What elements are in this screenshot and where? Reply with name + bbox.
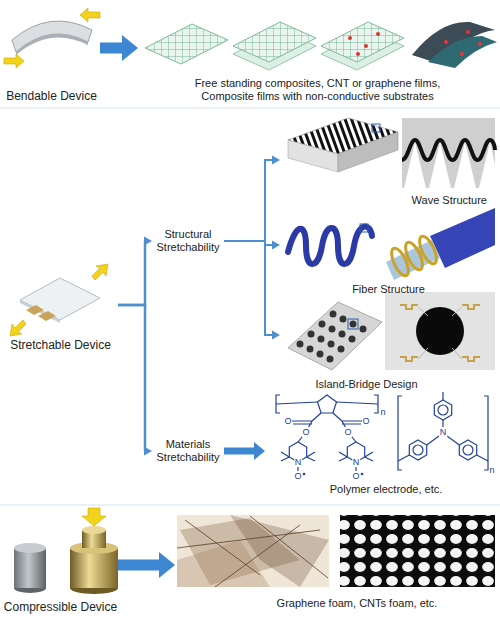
atom-label: n (489, 465, 495, 475)
connector-line (118, 305, 145, 451)
node-text: Materials Stretchability (152, 438, 224, 464)
block-arrow (118, 552, 175, 578)
node-text: Bendable Device (6, 89, 97, 103)
structure-box: Wave Structure (280, 115, 497, 207)
wave-structure-image (288, 118, 495, 188)
connector-line (118, 241, 145, 305)
connector-line (224, 241, 273, 335)
connector-line (224, 160, 273, 241)
node-text: Graphene foam, CNTs foam, etc. (277, 597, 438, 610)
node-text: Compressible Device (4, 600, 117, 614)
arrow-head (159, 552, 175, 578)
node-text: Free standing composites, CNT or graphen… (178, 77, 458, 103)
branch-arrow (224, 156, 280, 242)
device-label: Compressible Device (3, 512, 118, 618)
branch-label: Materials Stretchability (152, 435, 224, 467)
arrow-head (272, 241, 280, 250)
branch-arrow (224, 241, 280, 250)
connector-line (118, 560, 160, 571)
connector-line (100, 43, 123, 54)
branch-arrow (224, 241, 280, 340)
arrow-head (272, 156, 280, 165)
device-label: Stretchable Device (3, 258, 118, 354)
node-text: Structural Stretchability (152, 228, 224, 254)
arrow-head (122, 35, 138, 61)
arrow-head (272, 331, 280, 340)
node-text: Fiber Structure (352, 283, 425, 296)
node-text: Wave Structure (412, 194, 487, 207)
atom-label: N (294, 457, 302, 467)
atom-label: O (294, 471, 302, 481)
node-text: Polymer electrode, etc. (330, 483, 443, 496)
atom-label: O (284, 416, 292, 426)
atom-label: O (302, 427, 310, 437)
arrow-head (144, 237, 152, 246)
atom-label: O (344, 427, 352, 437)
fiber-structure-image (288, 208, 495, 280)
structure-box: Fiber Structure (280, 208, 497, 298)
polymer-structure-ptpa (398, 392, 488, 470)
atom-label: N (439, 427, 447, 437)
atom-label: n (380, 407, 386, 417)
branch-label: Structural Stretchability (152, 225, 224, 257)
connector-line (224, 241, 273, 245)
bendable-sheet (4, 8, 100, 68)
material-box: Free standing composites, CNT or graphen… (138, 2, 497, 106)
island-bridge-image (288, 292, 495, 370)
section-divider (0, 108, 500, 505)
polymer-structure-ptma (276, 395, 378, 476)
atom-label: O (352, 471, 360, 481)
node-text: Island-Bridge Design (315, 378, 417, 391)
atom-label: N (352, 457, 360, 467)
foam-box: Graphene foam, CNTs foam, etc. (175, 512, 495, 616)
branch-arrow (118, 305, 152, 456)
composite-film-images (145, 22, 497, 70)
block-arrow (224, 442, 265, 460)
device-label: Bendable Device (3, 2, 100, 106)
atom-label: O (362, 416, 370, 426)
stretchable-sheet (10, 264, 108, 336)
connector-line (224, 448, 255, 455)
block-arrow (100, 35, 138, 61)
arrow-head (144, 447, 152, 456)
branch-arrow (118, 237, 152, 306)
foam-images (177, 515, 495, 587)
node-text: Stretchable Device (10, 338, 111, 352)
structure-box: Island-Bridge Design (280, 300, 497, 395)
compressible-objects (14, 508, 118, 594)
arrow-head (254, 442, 265, 460)
